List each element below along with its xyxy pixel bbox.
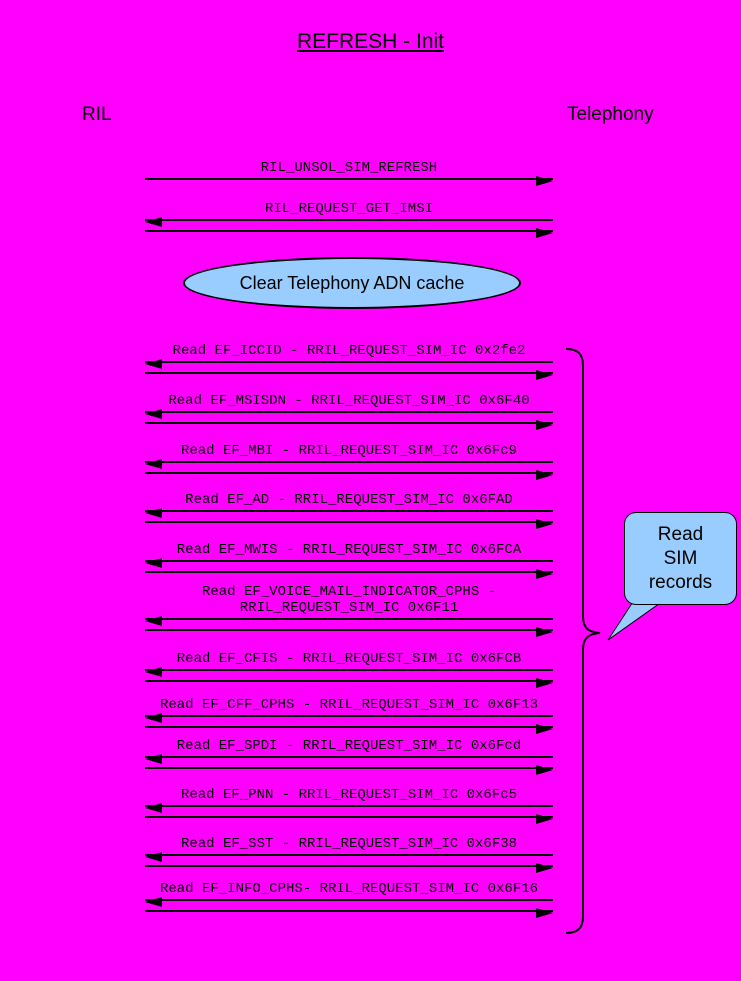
- message-label: Read EF_ICCID - RRIL_REQUEST_SIM_IC 0x2f…: [172, 343, 526, 359]
- message-arrow-right: [145, 176, 553, 186]
- message-arrow-right: [145, 569, 553, 579]
- message-14: Read EF_INFO_CPHS- RRIL_REQUEST_SIM_IC 0…: [145, 881, 553, 918]
- message-6: Read EF_AD - RRIL_REQUEST_SIM_IC 0x6FAD: [145, 492, 553, 529]
- message-arrow-right: [145, 470, 553, 480]
- callout-text: Read SIM records: [648, 523, 713, 593]
- message-arrow-right: [145, 863, 553, 873]
- message-3: Read EF_ICCID - RRIL_REQUEST_SIM_IC 0x2f…: [145, 343, 553, 380]
- message-arrow-left: [145, 616, 553, 626]
- message-label: Read EF_MWIS - RRIL_REQUEST_SIM_IC 0x6FC…: [176, 542, 522, 558]
- actor-ril: RIL: [82, 104, 112, 125]
- message-8: Read EF_VOICE_MAIL_INDICATOR_CPHS - RRIL…: [145, 584, 553, 637]
- message-arrow-left: [145, 713, 553, 723]
- message-arrow-left: [145, 508, 553, 518]
- message-9: Read EF_CFIS - RRIL_REQUEST_SIM_IC 0x6FC…: [145, 651, 553, 688]
- message-arrow-left: [145, 409, 553, 419]
- message-arrow-left: [145, 558, 553, 568]
- message-arrow-left: [145, 459, 553, 469]
- message-1: RIL_UNSOL_SIM_REFRESH: [145, 160, 553, 186]
- message-arrow-right: [145, 627, 553, 637]
- message-arrow-right: [145, 519, 553, 529]
- message-arrow-left: [145, 754, 553, 764]
- message-11: Read EF_SPDI - RRIL_REQUEST_SIM_IC 0x6Fc…: [145, 738, 553, 775]
- message-label: Read EF_MSISDN - RRIL_REQUEST_SIM_IC 0x6…: [168, 393, 530, 409]
- message-arrow-left: [145, 852, 553, 862]
- message-label: Read EF_SST - RRIL_REQUEST_SIM_IC 0x6F38: [180, 836, 518, 852]
- message-arrow-right: [145, 765, 553, 775]
- message-label: Read EF_AD - RRIL_REQUEST_SIM_IC 0x6FAD: [185, 492, 513, 508]
- actor-telephony: Telephony: [567, 104, 654, 125]
- message-10: Read EF_CFF_CPHS - RRIL_REQUEST_SIM_IC 0…: [145, 697, 553, 734]
- message-arrow-right: [145, 370, 553, 380]
- message-12: Read EF_PNN - RRIL_REQUEST_SIM_IC 0x6Fc5: [145, 787, 553, 824]
- message-label: Read EF_SPDI - RRIL_REQUEST_SIM_IC 0x6Fc…: [176, 738, 522, 754]
- message-13: Read EF_SST - RRIL_REQUEST_SIM_IC 0x6F38: [145, 836, 553, 873]
- message-arrow-right: [145, 678, 553, 688]
- message-label: RIL_UNSOL_SIM_REFRESH: [260, 160, 438, 176]
- message-arrow-right: [145, 908, 553, 918]
- page-title: REFRESH - Init: [296, 30, 445, 53]
- message-arrow-left: [145, 217, 553, 227]
- message-2: RIL_REQUEST_GET_IMSI: [145, 201, 553, 238]
- message-arrow-right: [145, 228, 553, 238]
- message-arrow-left: [145, 359, 553, 369]
- message-arrow-left: [145, 897, 553, 907]
- message-label: Read EF_VOICE_MAIL_INDICATOR_CPHS - RRIL…: [201, 584, 497, 616]
- note-ellipse: Clear Telephony ADN cache: [183, 257, 521, 309]
- message-arrow-right: [145, 724, 553, 734]
- message-4: Read EF_MSISDN - RRIL_REQUEST_SIM_IC 0x6…: [145, 393, 553, 430]
- message-arrow-right: [145, 420, 553, 430]
- group-brace: [565, 348, 601, 934]
- callout-bubble: Read SIM records: [624, 512, 737, 605]
- message-7: Read EF_MWIS - RRIL_REQUEST_SIM_IC 0x6FC…: [145, 542, 553, 579]
- note-text: Clear Telephony ADN cache: [239, 272, 465, 293]
- message-arrow-right: [145, 814, 553, 824]
- message-arrow-left: [145, 667, 553, 677]
- message-arrow-left: [145, 803, 553, 813]
- message-5: Read EF_MBI - RRIL_REQUEST_SIM_IC 0x6Fc9: [145, 443, 553, 480]
- message-label: Read EF_INFO_CPHS- RRIL_REQUEST_SIM_IC 0…: [159, 881, 539, 897]
- message-label: Read EF_CFIS - RRIL_REQUEST_SIM_IC 0x6FC…: [176, 651, 522, 667]
- message-label: RIL_REQUEST_GET_IMSI: [264, 201, 434, 217]
- message-label: Read EF_MBI - RRIL_REQUEST_SIM_IC 0x6Fc9: [180, 443, 518, 459]
- message-label: Read EF_PNN - RRIL_REQUEST_SIM_IC 0x6Fc5: [180, 787, 518, 803]
- message-label: Read EF_CFF_CPHS - RRIL_REQUEST_SIM_IC 0…: [159, 697, 539, 713]
